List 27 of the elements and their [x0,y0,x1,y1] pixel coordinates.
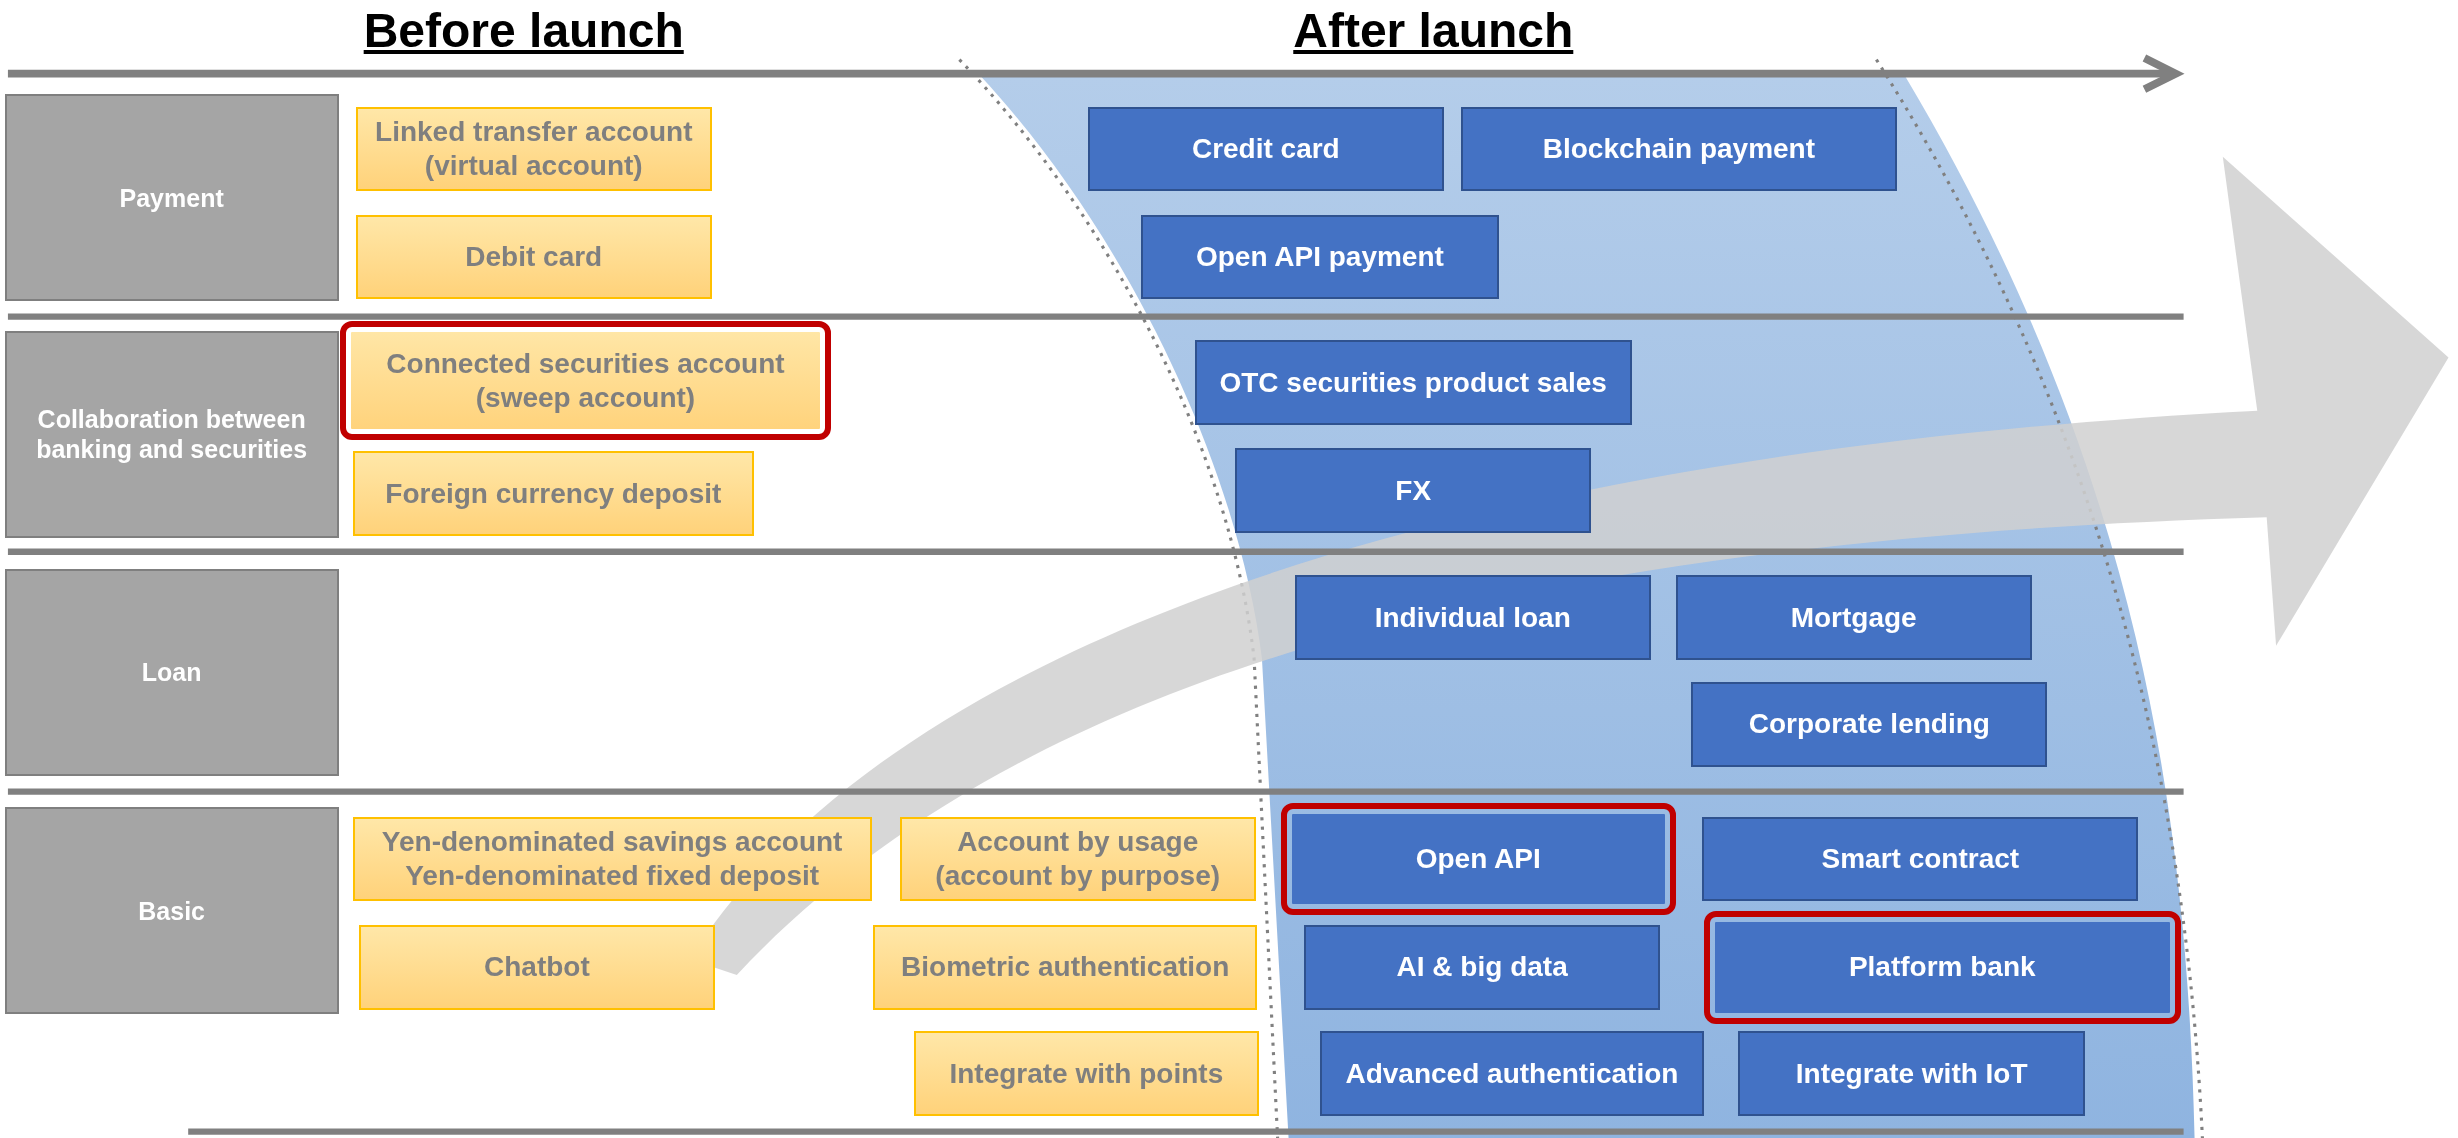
feature-box: Advanced authentication [1319,1031,1704,1117]
column-heading: Before launch [363,3,684,59]
feature-box: Mortgage [1675,575,2032,660]
category-box: Loan [4,569,339,776]
feature-box: Account by usage (account by purpose) [899,816,1256,902]
feature-box: Open API payment [1141,214,1499,300]
category-box: Basic [4,807,339,1015]
column-heading: After launch [1293,3,1574,59]
feature-box: Yen-denominated savings account Yen-denominated fixed deposit [352,816,872,902]
feature-box: Individual loan [1294,575,1651,660]
feature-box: Credit card [1087,106,1444,192]
highlighted-feature-box: Connected securities account (sweep account) [340,321,831,441]
category-box: Payment [4,94,339,301]
feature-box: Blockchain payment [1461,106,1897,192]
feature-box: OTC securities product sales [1194,340,1632,425]
feature-box: FX [1235,448,1592,533]
feature-box: Biometric authentication [873,924,1258,1010]
feature-box: Integrate with points [913,1031,1259,1117]
feature-box: Integrate with IoT [1738,1031,2085,1117]
feature-box: Corporate lending [1691,681,2048,767]
feature-box: Chatbot [358,924,715,1010]
feature-box: Linked transfer account (virtual account) [355,106,712,192]
feature-box: AI & big data [1304,924,1661,1010]
category-box: Collaboration between banking and securities [4,330,339,538]
feature-box: Foreign currency deposit [352,451,754,537]
feature-box: Smart contract [1702,816,2139,902]
feature-box: Debit card [355,214,712,300]
